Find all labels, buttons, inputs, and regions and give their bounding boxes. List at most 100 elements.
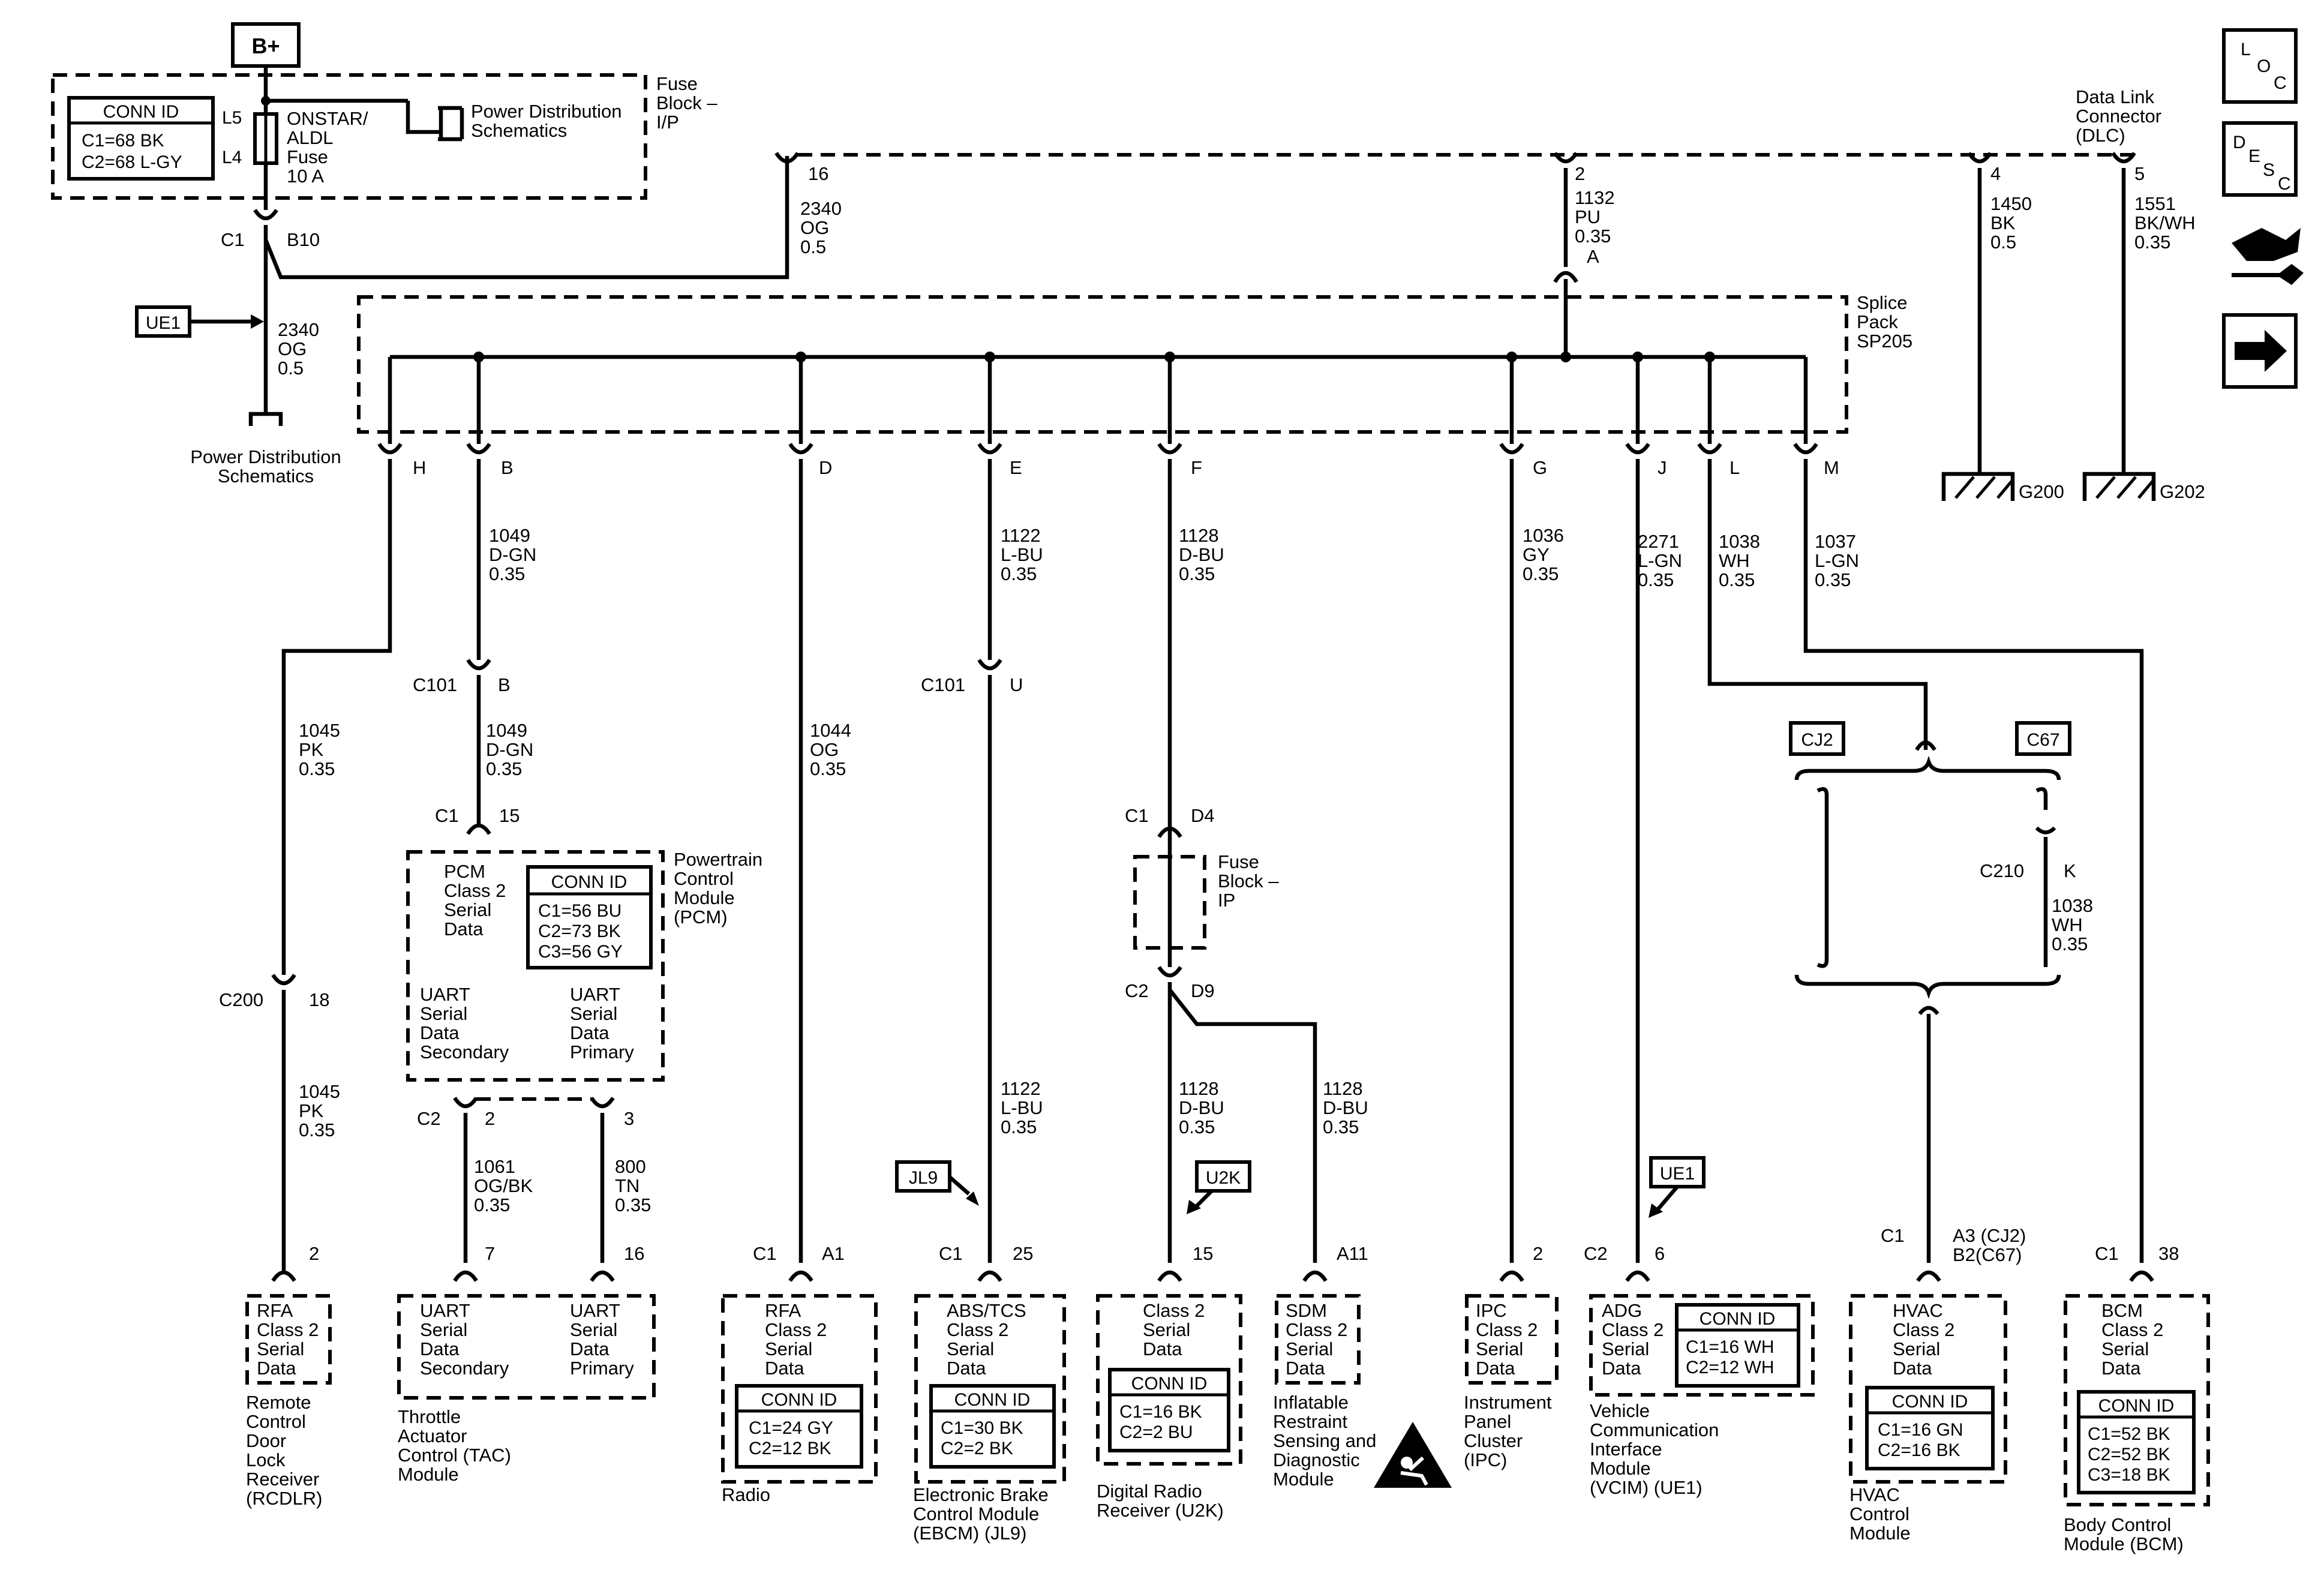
pd-branch	[266, 98, 443, 138]
tac-name-4: Module	[398, 1464, 459, 1485]
tac-w2-3: 0.35	[615, 1194, 651, 1215]
rcdlr-module	[245, 1294, 332, 1385]
sdm-l2: Class 2	[1286, 1319, 1347, 1340]
vcim-name-1: Vehicle	[1590, 1400, 1650, 1421]
ipc-name-2: Panel	[1464, 1411, 1511, 1432]
tap-e: E	[1010, 457, 1022, 478]
wire-b-3: 0.35	[489, 563, 525, 584]
pcm-l1: PCM	[444, 861, 485, 882]
c210-k: K	[2064, 860, 2076, 881]
rcdlr-l3: Serial	[257, 1338, 304, 1359]
wire-j-2: L-GN	[1638, 550, 1682, 571]
vcim-l2: Class 2	[1602, 1319, 1664, 1340]
tap-m: M	[1824, 457, 1839, 478]
wire-h	[281, 459, 392, 975]
desc-s: S	[2263, 160, 2275, 180]
hvac-pin-a3: A3 (CJ2)	[1953, 1225, 2026, 1246]
pcm-conn-c3: C3=56 GY	[538, 942, 623, 962]
drr-name-1: Digital Radio	[1097, 1481, 1202, 1502]
pcm-c1: C1	[435, 805, 459, 826]
drr-module	[1096, 1294, 1242, 1466]
rcdlr-name-5: Receiver	[246, 1469, 319, 1490]
vcim-l1: ADG	[1602, 1300, 1642, 1321]
drr-conn-c1: C1=16 BK	[1119, 1402, 1202, 1422]
next-arrow-button[interactable]	[2222, 313, 2298, 389]
sdm-name-1: Inflatable	[1273, 1392, 1349, 1413]
wire-m	[1803, 459, 2144, 1263]
dlc-title-2: Connector	[2076, 106, 2161, 127]
tap-d: D	[819, 457, 832, 478]
fuse-block-conn-id	[67, 96, 215, 181]
wire-f2-1: 1128	[1179, 1078, 1219, 1099]
dlc-pin5-w2: BK/WH	[2134, 212, 2196, 233]
conn-id-title: CONN ID	[103, 102, 179, 122]
tac-s2: Serial	[420, 1319, 467, 1340]
vcim-conn-title: CONN ID	[1700, 1309, 1776, 1329]
dlc-pin2-a: A	[1587, 246, 1599, 267]
dlc-pin2-w3: 0.35	[1575, 226, 1611, 247]
c101-u-label: C101	[921, 674, 965, 695]
desc-button[interactable]: D E S C	[2222, 121, 2298, 197]
pcm-conn-id	[526, 865, 653, 969]
g200-label: G200	[2019, 481, 2064, 502]
sdm-module	[1275, 1294, 1361, 1385]
sdm-name-5: Module	[1273, 1469, 1334, 1490]
rcdlr-name-4: Lock	[246, 1449, 286, 1470]
rcdlr-pin: 2	[309, 1243, 319, 1264]
vcim-l4: Data	[1602, 1358, 1641, 1379]
loc-button[interactable]: L O C	[2222, 28, 2298, 104]
bcm-module	[2064, 1294, 2210, 1506]
wire-b2-1: 1049	[486, 720, 527, 741]
drr-conn-title: CONN ID	[1131, 1374, 1208, 1394]
vcim-conn-id	[1675, 1303, 1800, 1388]
pcm-l2: Class 2	[444, 880, 506, 901]
jl9-ref-label: JL9	[909, 1168, 938, 1188]
b10-label: B10	[287, 229, 320, 250]
drr-l3: Data	[1143, 1338, 1182, 1359]
fb-d9: D9	[1191, 980, 1215, 1001]
rcdlr-l4: Data	[257, 1358, 296, 1379]
hvac-name-3: Module	[1849, 1523, 1911, 1544]
fb-c2: C2	[1125, 980, 1149, 1001]
wire-f3-2: D-BU	[1323, 1097, 1368, 1118]
hvac-name-1: HVAC	[1849, 1484, 1900, 1505]
bcm-name-1: Body Control	[2064, 1514, 2171, 1535]
sdm-name-4: Diagnostic	[1273, 1449, 1360, 1470]
sdm-pin: A11	[1337, 1243, 1368, 1264]
bcm-l3: Serial	[2101, 1338, 2149, 1359]
desc-e: E	[2248, 146, 2260, 166]
radio-c1: C1	[753, 1243, 777, 1264]
wire-m-2: L-GN	[1815, 550, 1859, 571]
bcm-l4: Data	[2101, 1358, 2141, 1379]
bcm-conn-id	[2077, 1390, 2196, 1494]
tap-b: B	[501, 457, 514, 478]
hvac-l1: HVAC	[1893, 1300, 1943, 1321]
c67-ref-box	[2015, 721, 2071, 756]
radio-l2: Class 2	[765, 1319, 827, 1340]
pcm-up-3: Data	[570, 1022, 609, 1043]
dlc-pin4-w1: 1450	[1990, 193, 2032, 214]
wire-l	[1707, 459, 1928, 750]
ebcm-name-3: (EBCM) (JL9)	[913, 1523, 1026, 1544]
pcm-conn-title: CONN ID	[551, 872, 627, 892]
c1-label: C1	[221, 229, 245, 250]
pcm-conn-c2: C2=73 BK	[538, 921, 621, 941]
hvac-l2: Class 2	[1893, 1319, 1954, 1340]
bcm-c1: C1	[2095, 1243, 2119, 1264]
wire-f3-1: 1128	[1323, 1078, 1363, 1099]
fuse-label-1: ONSTAR/	[287, 108, 368, 129]
desc-c: C	[2278, 174, 2291, 194]
c67-ref-label: C67	[2026, 730, 2059, 750]
ipc-pin: 2	[1533, 1243, 1543, 1264]
c101-b-pin: B	[498, 674, 511, 695]
pd-schematics-arrow	[248, 412, 283, 426]
connector-wrench-icon[interactable]	[2232, 228, 2304, 285]
tap-j: J	[1658, 457, 1667, 478]
ebcm-l2: Class 2	[947, 1319, 1008, 1340]
tac-s1: UART	[420, 1300, 470, 1321]
dlc-pin4-w2: BK	[1990, 212, 2016, 233]
ue1-wire-2: OG	[278, 338, 307, 359]
vcim-pin: 6	[1655, 1243, 1665, 1264]
vcim-conn-c1: C1=16 WH	[1686, 1337, 1774, 1357]
hvac-conn-c2: C2=16 BK	[1878, 1440, 1960, 1460]
